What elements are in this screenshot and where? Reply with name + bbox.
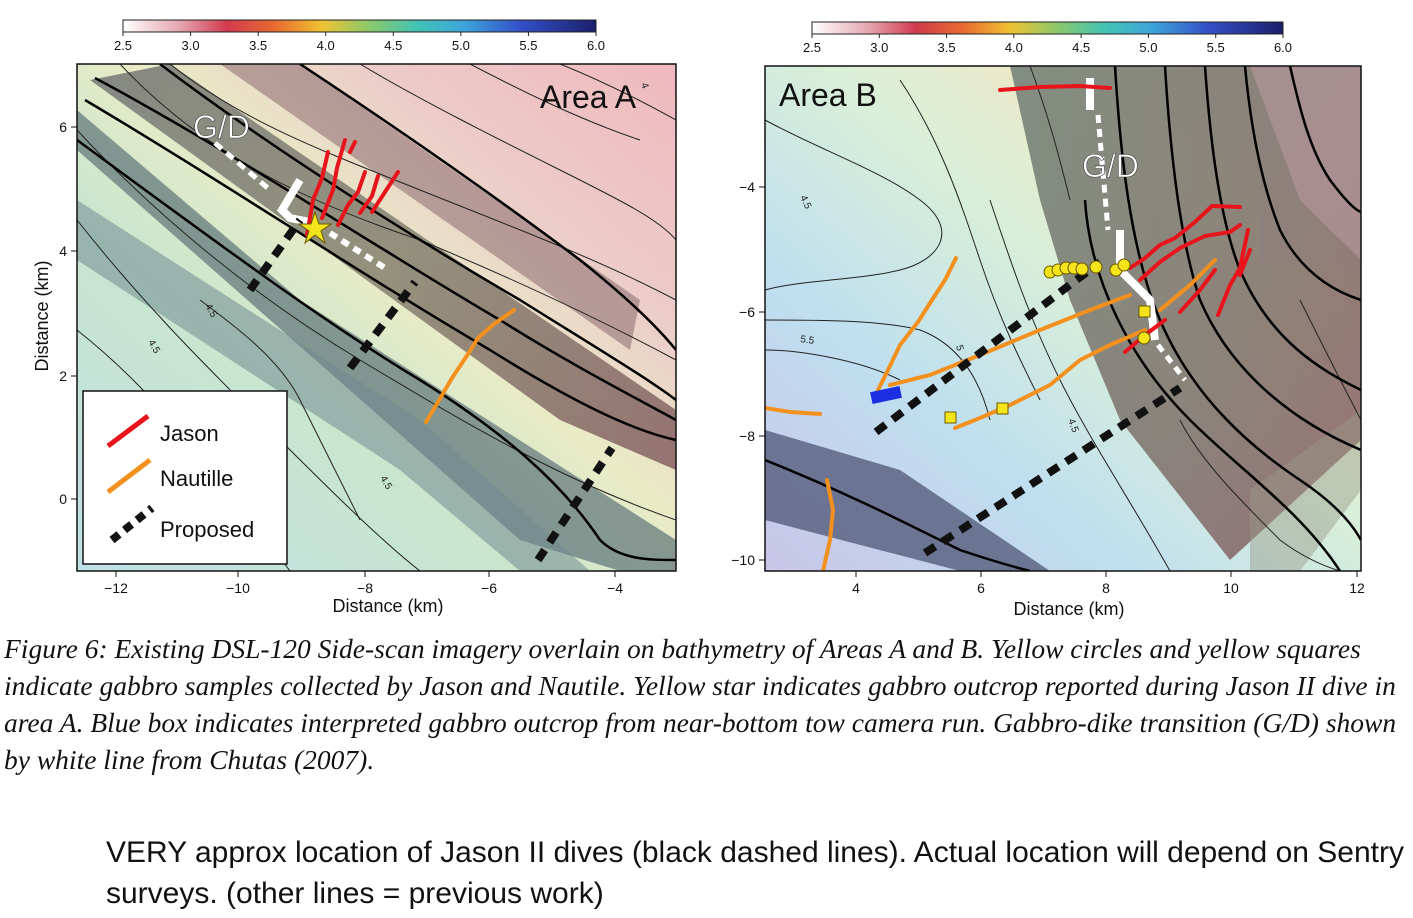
panel-b-contour-label: 5 [953,344,965,353]
panel-a-x-tick-label: −12 [104,580,128,596]
panel-b-contour-label: 4.5 [797,194,813,212]
panel-b-x-tick-label: 10 [1223,580,1239,596]
panel-a-xlabel: Distance (km) [332,596,443,616]
legend-label-jason: Jason [160,421,219,446]
colorbar-a-tick-label: 6.0 [587,38,605,53]
colorbar-b-tick-label: 5.0 [1139,40,1157,55]
panel-a-gd-label: G/D [193,109,250,145]
panel-a-area-label: Area A [540,79,637,115]
colorbar-b-tick-label: 4.5 [1072,40,1090,55]
map-a: Area A G/D 4.5 4.5 4.5 4 [77,64,676,571]
colorbar-b-tick-label: 3.0 [870,40,888,55]
panel-a-x-tick-label: −6 [481,580,497,596]
legend-label-nautille: Nautille [160,466,233,491]
legend-label-proposed: Proposed [160,517,254,542]
colorbar-b-gradient [811,21,1284,35]
panel-a-y-tick-label: 0 [59,491,67,507]
colorbar-b-tick-label: 5.5 [1207,40,1225,55]
dive-location-note: VERY approx location of Jason II dives (… [106,836,1404,910]
panel-a-x-axis: −12 −10 −8 −6 −4 [104,571,623,596]
colorbar-a-tick-label: 4.5 [384,38,402,53]
colorbar-a-tick-label: 2.5 [114,38,132,53]
panel-b-x-tick-label: 12 [1349,580,1365,596]
panel-b-x-tick-label: 6 [977,580,985,596]
map-a-frame [76,63,677,572]
gabbro-outcrop-box [870,386,902,404]
panel-b-contour-label: 4.5 [1065,417,1080,434]
panel-a: 2.5 3.0 3.5 4.0 4.5 5.0 5.5 6.0 [32,19,677,616]
panel-b-x-axis: 4 6 8 10 12 [852,571,1365,596]
panel-a-y-axis: 6 4 2 0 [59,119,77,507]
panel-b-y-tick-label: −8 [739,428,755,444]
colorbar-a-tick-label: 3.0 [182,38,200,53]
panel-b-y-tick-label: −10 [731,552,755,568]
panel-a-contour-label: 4 [638,81,650,90]
colorbar-b-tick-label: 6.0 [1274,40,1292,55]
figure-6: 2.5 3.0 3.5 4.0 4.5 5.0 5.5 6.0 [32,19,1365,619]
colorbar-a-tick-label: 3.5 [249,38,267,53]
legend-swatch-jason [106,414,150,448]
legend-swatch-proposed [109,504,155,544]
panel-a-ylabel: Distance (km) [32,260,52,371]
colorbar-a-gradient [122,19,597,33]
panel-a-x-tick-label: −8 [357,580,373,596]
panel-b: 2.5 3.0 3.5 4.0 4.5 5.0 5.5 6.0 [731,21,1365,619]
legend-swatch-nautille [106,458,152,494]
panel-a-y-tick-label: 6 [59,119,67,135]
panel-b-y-tick-label: −6 [739,304,755,320]
panel-a-y-tick-label: 4 [59,243,67,259]
colorbar-b-ticks: 2.5 3.0 3.5 4.0 4.5 5.0 5.5 6.0 [803,34,1292,55]
panel-a-x-tick-label: −10 [226,580,250,596]
colorbar-b: 2.5 3.0 3.5 4.0 4.5 5.0 5.5 6.0 [803,21,1292,55]
map-b: Area B G/D 4.5 5.5 5 4.5 [765,66,1361,571]
panel-b-y-axis: −4 −6 −8 −10 [731,179,765,568]
panel-b-x-tick-label: 8 [1102,580,1110,596]
panel-a-x-tick-label: −4 [607,580,623,596]
legend: Jason Nautille Proposed [82,390,288,565]
figure-svg: 2.5 3.0 3.5 4.0 4.5 5.0 5.5 6.0 [32,19,1365,619]
colorbar-b-tick-label: 2.5 [803,40,821,55]
colorbar-b-tick-label: 4.0 [1005,40,1023,55]
panel-b-x-tick-label: 4 [852,580,860,596]
panel-b-gd-label: G/D [1082,148,1139,184]
map-b-frame [764,65,1362,572]
colorbar-a-tick-label: 4.0 [317,38,335,53]
figure-caption: Figure 6: Existing DSL-120 Side-scan ima… [4,633,1397,775]
panel-b-area-label: Area B [779,77,877,113]
colorbar-b-tick-label: 3.5 [938,40,956,55]
colorbar-a-tick-label: 5.5 [519,38,537,53]
colorbar-a-ticks: 2.5 3.0 3.5 4.0 4.5 5.0 5.5 6.0 [114,32,605,53]
colorbar-a: 2.5 3.0 3.5 4.0 4.5 5.0 5.5 6.0 [114,19,605,53]
panel-b-xlabel: Distance (km) [1013,599,1124,619]
panel-b-contour-label: 5.5 [800,334,816,347]
colorbar-a-tick-label: 5.0 [452,38,470,53]
panel-b-y-tick-label: −4 [739,179,755,195]
panel-a-y-tick-label: 2 [59,368,67,384]
